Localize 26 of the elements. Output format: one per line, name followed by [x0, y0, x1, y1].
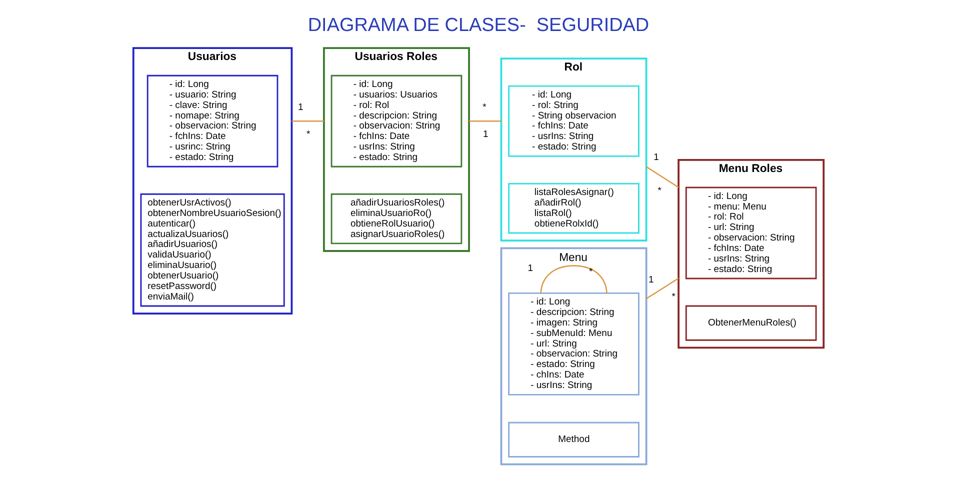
node-box: obtenerUsrActivos() obtenerNombreUsuarioSesion() autenticar() actualizaUsuarios() añadirUsuarios() validaUsuario() eliminaUsuario() obtenerUsuario() resetPassword() enviaMail()	[140, 193, 284, 307]
connector	[645, 166, 678, 188]
label: 1	[648, 274, 654, 286]
node-box: - id: Long - usuarios: Usuarios - rol: Rol - descripcion: String - observacion: String - fchIns: Date - usrIns: String - estado: String	[330, 74, 462, 168]
node-box: Method	[508, 422, 639, 458]
connector	[646, 278, 678, 300]
label: *	[657, 185, 661, 196]
node-box: - id: Long - rol: String - String observacion - fchIns: Date - usrIns: String - estado: String	[508, 85, 639, 157]
label: 1	[653, 152, 658, 163]
connector	[291, 120, 324, 122]
connector	[468, 120, 501, 122]
node-box: - id: Long - descripcion: String - imagen: String - subMenuId: Menu - url: String - observacion: String - estado: String - chIns: Date - usrIns: String	[508, 292, 639, 396]
label: *	[671, 291, 675, 302]
label: *	[588, 266, 592, 278]
connector	[540, 265, 607, 294]
node-box: - id: Long - menu: Menu - rol: Rol - url: String - observacion: String - fchIns: Date - usrIns: String - estado: String	[684, 186, 816, 280]
label: 1	[482, 128, 488, 140]
node-box: listaRolesAsignar() añadirRol() listaRol() obtieneRolxId()	[508, 182, 639, 234]
label: *	[482, 102, 486, 114]
node-box: añadirUsuariosRoles() eliminaUsuarioRo() obtieneRolUsuario() asignarUsuarioRoles()	[330, 193, 462, 244]
node-box: - id: Long - usuario: String - clave: String - nomape: String - observacion: String - fchIns: Date - usrinc: String - estado: String	[146, 74, 278, 168]
label: 1	[527, 263, 533, 274]
label: *	[306, 128, 310, 140]
node-box: ObtenerMenuRoles()	[684, 305, 816, 341]
diagram-title: DIAGRAMA DE CLASES- SEGURIDAD	[307, 15, 649, 36]
label: 1	[298, 102, 303, 114]
